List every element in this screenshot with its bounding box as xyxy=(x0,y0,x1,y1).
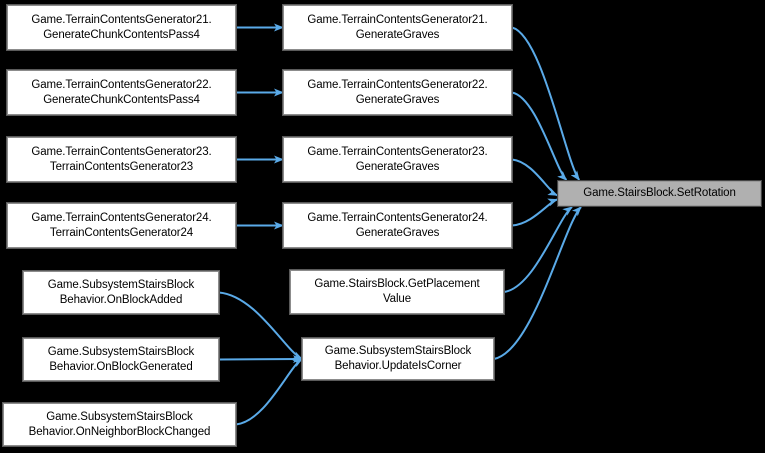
graph-node-label: Game.SubsystemStairsBlock Behavior.OnBlo… xyxy=(47,345,195,373)
graph-node-label: Game.TerrainContentsGenerator24. Generat… xyxy=(307,211,488,239)
graph-node-tcg21_graves[interactable]: Game.TerrainContentsGenerator21. Generat… xyxy=(282,4,513,51)
graph-node-tcg24_graves[interactable]: Game.TerrainContentsGenerator24. Generat… xyxy=(282,202,513,249)
graph-edge-onblockgenerated-to-updateiscorner xyxy=(218,355,303,364)
graph-node-tcg22_graves[interactable]: Game.TerrainContentsGenerator22. Generat… xyxy=(282,69,513,116)
graph-node-label: Game.TerrainContentsGenerator23. Generat… xyxy=(307,145,488,173)
graph-edge-onneighborchanged-to-updateiscorner xyxy=(235,358,303,426)
graph-node-label: Game.TerrainContentsGenerator24. Terrain… xyxy=(31,211,212,239)
graph-edge-tcg23_graves-to-setrotation xyxy=(511,158,558,197)
graph-node-tcg21_pass4[interactable]: Game.TerrainContentsGenerator21. Generat… xyxy=(6,4,237,51)
graph-node-label: Game.SubsystemStairsBlock Behavior.OnNei… xyxy=(28,410,211,438)
graph-node-label: Game.TerrainContentsGenerator22. Generat… xyxy=(31,78,212,106)
graph-node-onblockgenerated[interactable]: Game.SubsystemStairsBlock Behavior.OnBlo… xyxy=(22,337,220,382)
graph-node-tcg23_ctor[interactable]: Game.TerrainContentsGenerator23. Terrain… xyxy=(6,136,237,183)
graph-node-label: Game.TerrainContentsGenerator23. Terrain… xyxy=(31,145,212,173)
graph-node-label: Game.TerrainContentsGenerator22. Generat… xyxy=(307,78,488,106)
graph-edge-tcg24_graves-to-setrotation xyxy=(511,198,558,227)
graph-edge-tcg21_graves-to-setrotation xyxy=(511,26,581,181)
graph-node-label: Game.StairsBlock.SetRotation xyxy=(583,187,736,199)
graph-node-getplacementvalue[interactable]: Game.StairsBlock.GetPlacement Value xyxy=(289,269,505,315)
graph-node-setrotation[interactable]: Game.StairsBlock.SetRotation xyxy=(557,180,762,207)
graph-edge-tcg22_graves-to-setrotation xyxy=(511,91,568,181)
graph-node-label: Game.StairsBlock.GetPlacement Value xyxy=(314,278,480,305)
graph-node-onblockadded[interactable]: Game.SubsystemStairsBlock Behavior.OnBlo… xyxy=(22,270,220,315)
graph-edge-getplacementvalue-to-setrotation xyxy=(503,206,573,293)
graph-node-tcg22_pass4[interactable]: Game.TerrainContentsGenerator22. Generat… xyxy=(6,69,237,116)
graph-node-tcg24_ctor[interactable]: Game.TerrainContentsGenerator24. Terrain… xyxy=(6,202,237,249)
graph-node-onneighborchanged[interactable]: Game.SubsystemStairsBlock Behavior.OnNei… xyxy=(2,402,237,447)
graph-node-tcg23_graves[interactable]: Game.TerrainContentsGenerator23. Generat… xyxy=(282,136,513,183)
graph-node-updateiscorner[interactable]: Game.SubsystemStairsBlock Behavior.Updat… xyxy=(301,337,495,381)
graph-node-label: Game.TerrainContentsGenerator21. Generat… xyxy=(307,13,488,41)
graph-node-label: Game.SubsystemStairsBlock Behavior.OnBlo… xyxy=(47,278,195,306)
graph-node-label: Game.TerrainContentsGenerator21. Generat… xyxy=(31,13,212,41)
graph-node-label: Game.SubsystemStairsBlock Behavior.Updat… xyxy=(324,345,472,372)
